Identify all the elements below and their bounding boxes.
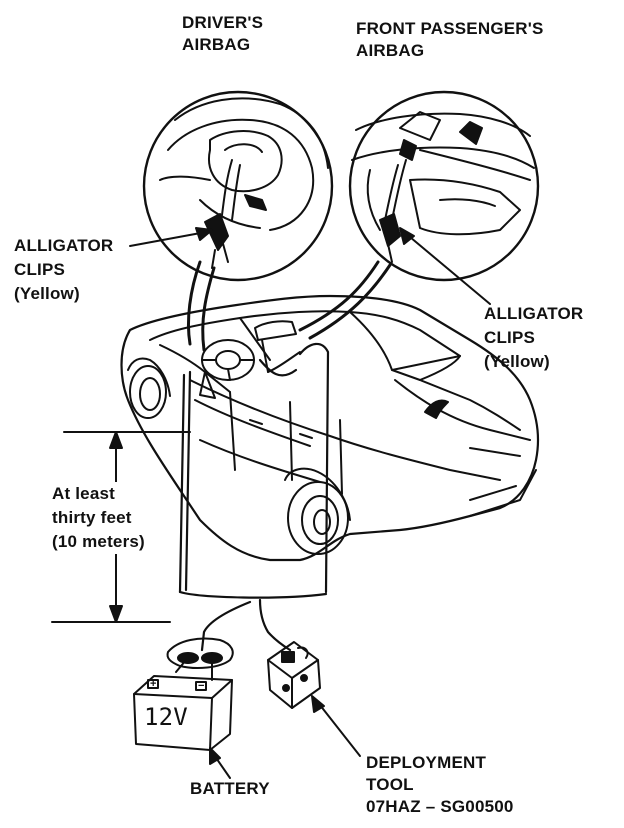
passenger-airbag-line-2: AIRBAG xyxy=(356,41,425,60)
drivers-airbag-label: DRIVER'S AIRBAG xyxy=(182,12,263,56)
distance-line-3: (10 meters) xyxy=(52,532,145,551)
leader-arrows xyxy=(129,227,491,779)
alligator-left-line-2: CLIPS xyxy=(14,260,66,279)
battery-voltage-label: 12V xyxy=(144,703,188,731)
drivers-airbag-inset xyxy=(142,90,334,282)
alligator-right-line-3: (Yellow) xyxy=(484,352,550,371)
deployment-harness xyxy=(178,342,330,652)
deployment-tool-illustration xyxy=(267,641,321,709)
deployment-tool-line-3: 07HAZ – SG00500 xyxy=(366,797,514,816)
alligator-left-line-1: ALLIGATOR xyxy=(14,236,114,255)
alligator-right-line-1: ALLIGATOR xyxy=(484,304,584,323)
passenger-airbag-inset xyxy=(348,90,540,282)
deployment-tool-label: DEPLOYMENT TOOL 07HAZ – SG00500 xyxy=(366,752,514,818)
drivers-airbag-line-2: AIRBAG xyxy=(182,35,251,54)
alligator-left-line-3: (Yellow) xyxy=(14,284,80,303)
alligator-clips-left-label: ALLIGATOR CLIPS (Yellow) xyxy=(14,234,113,306)
passenger-airbag-line-1: FRONT PASSENGER'S xyxy=(356,19,544,38)
battery-positive-terminal: + xyxy=(150,678,157,690)
distance-label: At least thirty feet (10 meters) xyxy=(52,482,145,554)
passenger-airbag-label: FRONT PASSENGER'S AIRBAG xyxy=(356,18,544,62)
car-illustration xyxy=(120,294,540,562)
battery-label: BATTERY xyxy=(190,779,270,798)
alligator-right-line-2: CLIPS xyxy=(484,328,536,347)
distance-line-2: thirty feet xyxy=(52,508,132,527)
distance-line-1: At least xyxy=(52,484,116,503)
deployment-tool-line-1: DEPLOYMENT xyxy=(366,753,487,772)
lead-wires xyxy=(187,260,392,352)
battery-negative-terminal: − xyxy=(198,680,205,692)
deployment-tool-line-2: TOOL xyxy=(366,775,414,794)
alligator-clips-right-label: ALLIGATOR CLIPS (Yellow) xyxy=(484,302,583,374)
battery-illustration xyxy=(133,637,234,751)
drivers-airbag-line-1: DRIVER'S xyxy=(182,13,264,32)
